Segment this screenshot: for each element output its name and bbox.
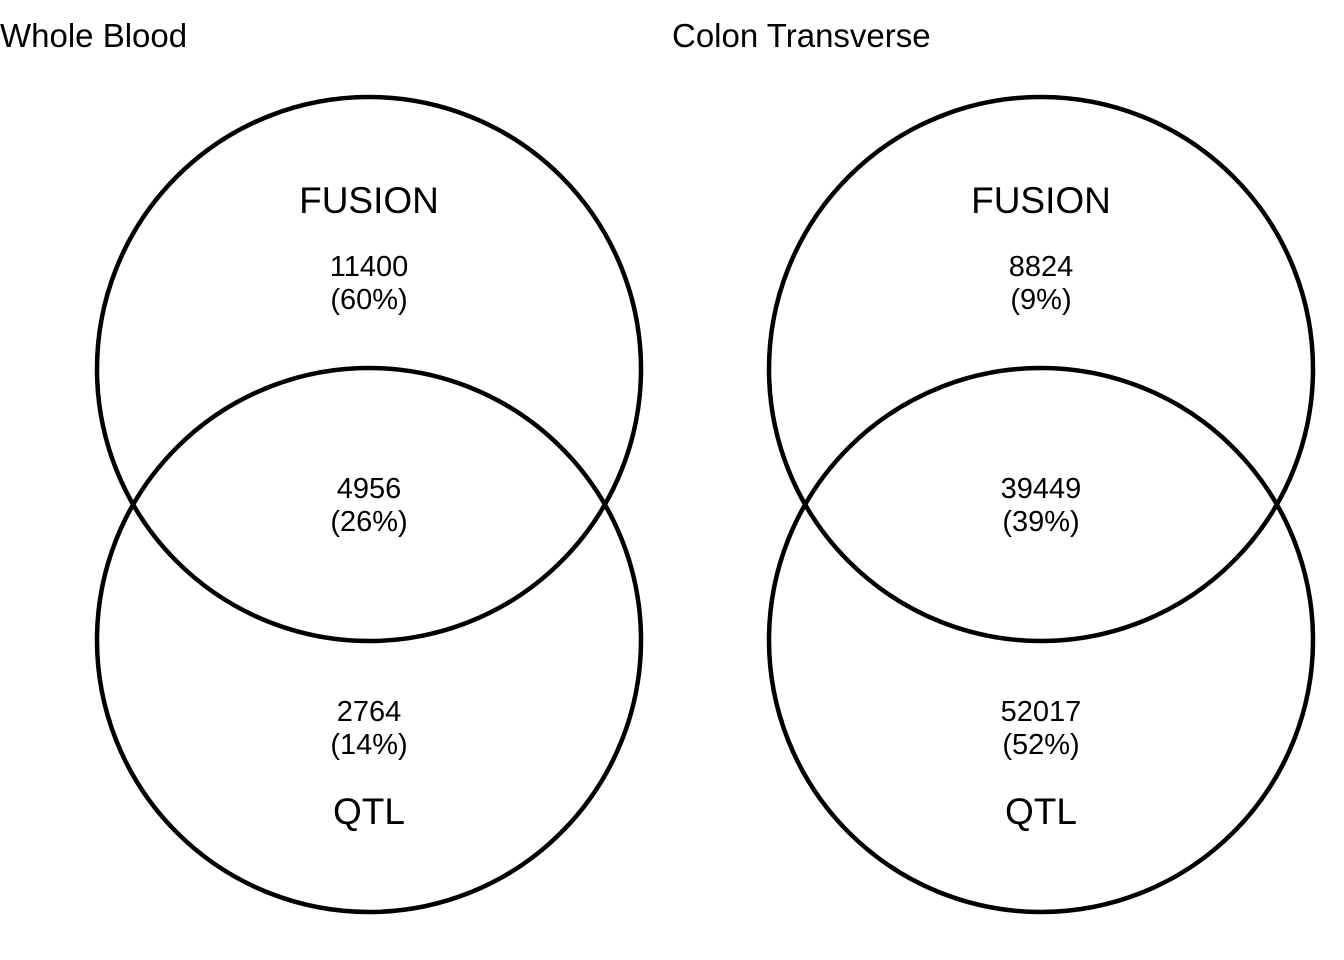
only-qtl-percent: (52%) xyxy=(1002,729,1079,761)
overlap-count: 39449 xyxy=(1001,473,1082,505)
panel-title: Colon Transverse xyxy=(672,17,931,54)
venn-circle-qtl xyxy=(94,365,644,915)
set-label-qtl: QTL xyxy=(333,791,405,832)
only-fusion-percent: (9%) xyxy=(1010,284,1071,316)
only-fusion-count: 11400 xyxy=(330,251,409,283)
venn-circle-fusion xyxy=(94,94,644,644)
venn-panel-whole-blood: Whole Blood FUSION 11400 (60%) 4956 (26%… xyxy=(0,17,644,915)
only-qtl-count: 2764 xyxy=(337,696,402,728)
panel-title: Whole Blood xyxy=(0,17,187,54)
only-fusion-count: 8824 xyxy=(1009,251,1074,283)
venn-panel-colon-transverse: Colon Transverse FUSION 8824 (9%) 39449 … xyxy=(672,17,1316,915)
venn-circle-qtl xyxy=(766,365,1316,915)
venn-circle-fusion xyxy=(766,94,1316,644)
overlap-count: 4956 xyxy=(337,473,402,505)
only-qtl-count: 52017 xyxy=(1001,696,1082,728)
set-label-fusion: FUSION xyxy=(299,180,439,221)
set-label-qtl: QTL xyxy=(1005,791,1077,832)
only-fusion-percent: (60%) xyxy=(330,284,407,316)
set-label-fusion: FUSION xyxy=(971,180,1111,221)
overlap-percent: (39%) xyxy=(1002,506,1079,538)
overlap-percent: (26%) xyxy=(330,506,407,538)
only-qtl-percent: (14%) xyxy=(330,729,407,761)
